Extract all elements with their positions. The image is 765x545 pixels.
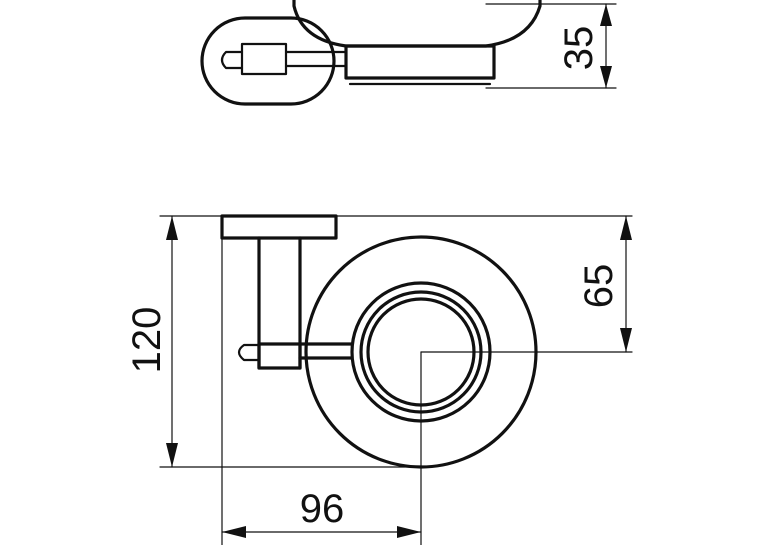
dim-96-arrow-right (397, 526, 421, 538)
dim-96-label: 96 (300, 487, 345, 531)
side-view-pin (220, 50, 244, 70)
front-view-clamp (257, 342, 302, 370)
front-view (220, 214, 633, 545)
front-view-wall-plate (220, 214, 338, 240)
dim-120-label: 120 (125, 307, 169, 374)
side-view-dish (292, 0, 542, 48)
front-view-pin (237, 343, 261, 362)
dim-35-label: 35 (557, 26, 601, 71)
dim-120-arrow-top (166, 216, 178, 240)
dim-65-label: 65 (577, 264, 621, 309)
dim-120-arrow-bottom (166, 443, 178, 467)
side-view-holder-ring (344, 44, 496, 80)
dim-65: 65 (335, 215, 633, 353)
side-view-wall-flange (200, 16, 336, 106)
side-view-arm-block (240, 42, 288, 76)
dim-65-arrow-top (620, 216, 632, 240)
dim-65-arrow-bottom (620, 328, 632, 352)
dim-35-arrow-bottom (600, 66, 612, 88)
dim-96: 96 (221, 237, 422, 545)
dim-96-arrow-left (222, 526, 246, 538)
side-view: 35 (200, 0, 617, 106)
dim-120: 120 (125, 215, 422, 468)
dim-35-arrow-top (600, 4, 612, 26)
